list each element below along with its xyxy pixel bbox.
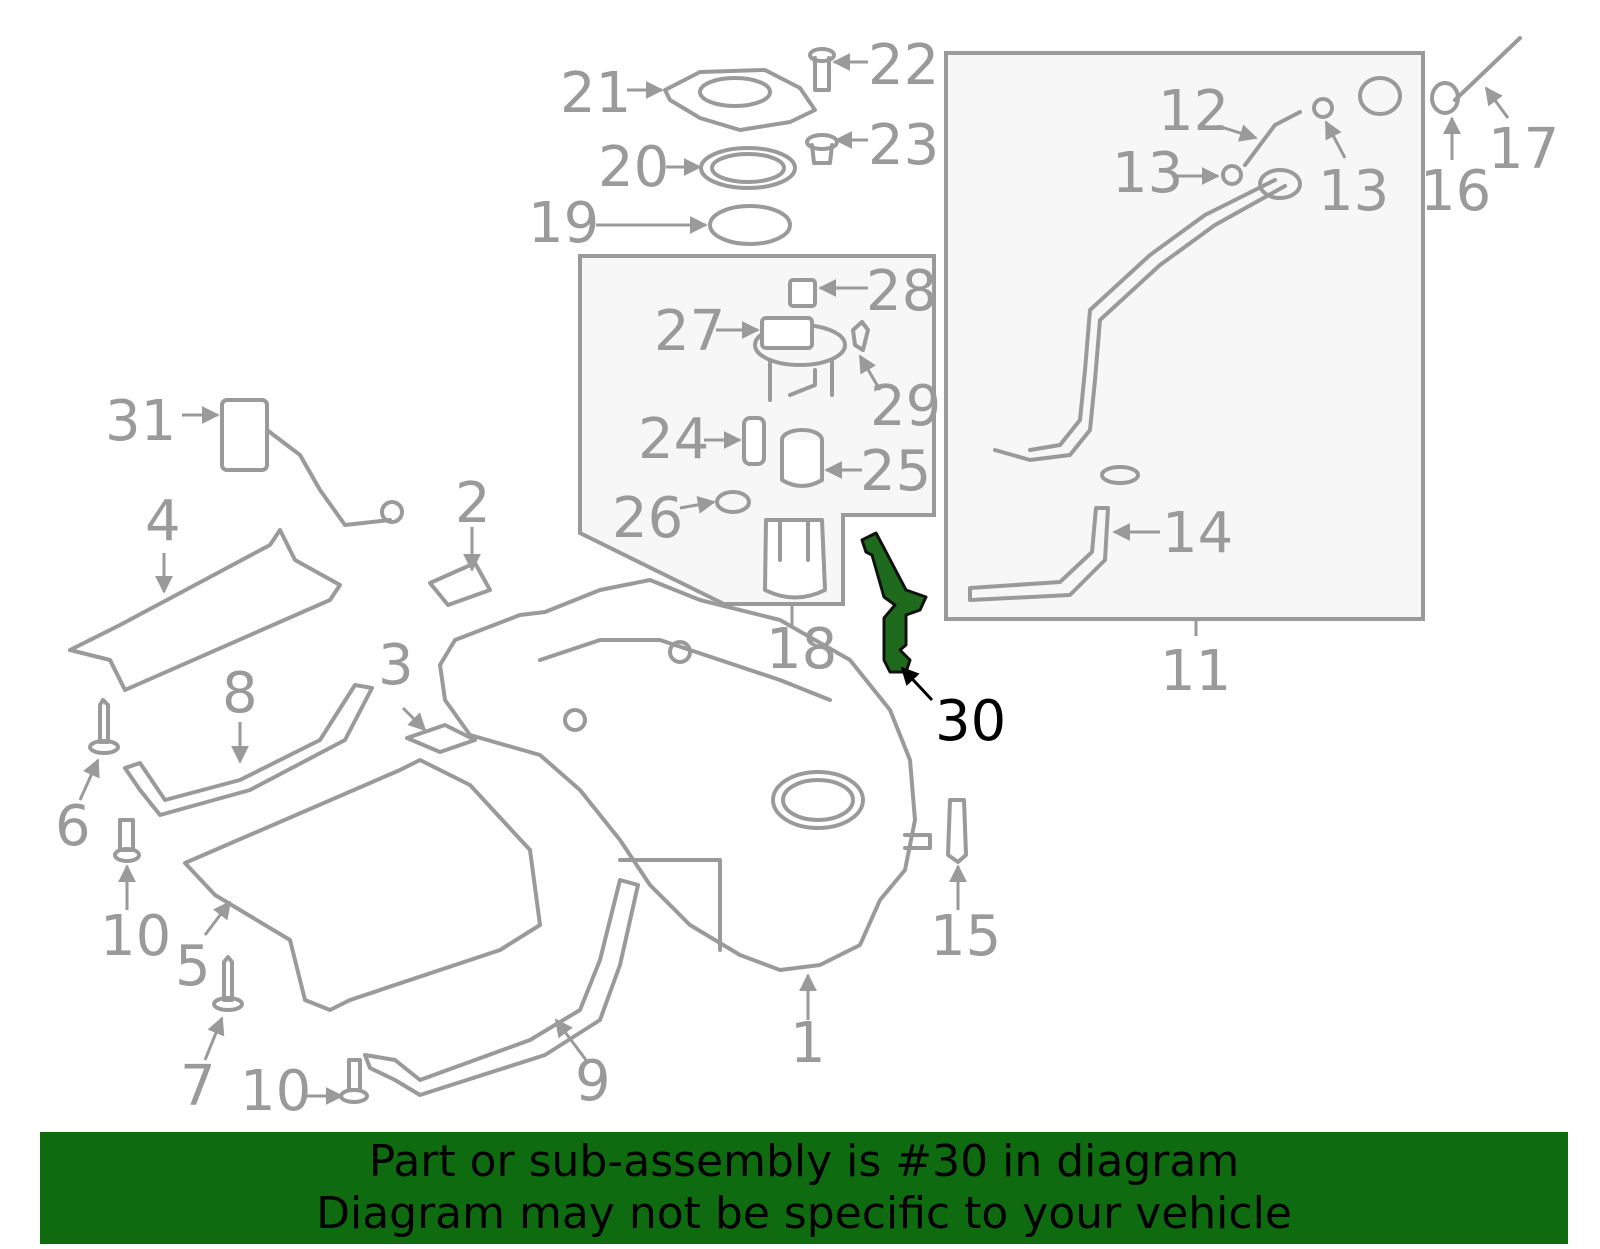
part-23-grommet <box>805 133 839 165</box>
part-10-bolt <box>339 1058 369 1104</box>
part-27-pump-module <box>753 316 847 402</box>
part-30-highlighted <box>860 531 928 674</box>
arrow-13 <box>1324 120 1347 159</box>
banner-line-2: Diagram may not be specific to your vehi… <box>316 1188 1292 1239</box>
part-7-bolt <box>212 955 244 1012</box>
callout-22: 22 <box>868 33 939 98</box>
callout-14: 14 <box>1162 501 1233 566</box>
banner-line-1: Part or sub-assembly is #30 in diagram <box>368 1136 1240 1187</box>
callout-30: 30 <box>935 689 1006 754</box>
callout-17: 17 <box>1488 117 1559 182</box>
callout-10: 10 <box>240 1059 311 1124</box>
callout-23: 23 <box>868 113 939 178</box>
arrow-30 <box>900 666 934 702</box>
callout-19: 19 <box>528 191 599 256</box>
part-12-hose <box>1243 110 1302 167</box>
part-4-heat-shield <box>68 528 342 692</box>
part-22-bolt <box>808 47 836 92</box>
callout-21: 21 <box>560 61 631 126</box>
arrow-29 <box>858 354 882 391</box>
info-banner: Part or sub-assembly is #30 in diagram D… <box>40 1132 1568 1244</box>
part-31-canister-valve <box>220 398 404 527</box>
part-10-bolt <box>113 818 141 863</box>
arrow-9 <box>554 1018 588 1061</box>
callout-15: 15 <box>930 904 1001 969</box>
part-16-ring <box>1430 81 1460 115</box>
callout-5: 5 <box>175 934 211 999</box>
part-13-clamp <box>1221 164 1243 186</box>
arrow-17 <box>1484 86 1510 119</box>
part-9-strap <box>363 878 640 1097</box>
callout-1: 1 <box>790 1011 826 1076</box>
arrow-7 <box>203 1016 225 1061</box>
part-21-cover <box>663 68 817 132</box>
callout-9: 9 <box>575 1049 611 1114</box>
filler-neck-tube <box>993 168 1302 462</box>
callout-11: 11 <box>1160 639 1231 704</box>
callout-29: 29 <box>870 374 941 439</box>
filler-neck-group-box <box>944 51 1425 621</box>
callout-31: 31 <box>105 389 176 454</box>
part-14-hose <box>968 465 1140 602</box>
part-2-pad <box>428 561 492 607</box>
callout-8: 8 <box>222 661 258 726</box>
callout-16: 16 <box>1420 159 1491 224</box>
callout-25: 25 <box>860 439 931 504</box>
arrow-3 <box>401 706 427 732</box>
arrow-6 <box>78 758 100 801</box>
callout-13: 13 <box>1112 141 1183 206</box>
callout-18: 18 <box>766 617 837 682</box>
callout-12: 12 <box>1158 79 1229 144</box>
part-20-lock-ring <box>699 146 797 190</box>
part-17-tether <box>1453 36 1522 102</box>
part-5-heat-shield <box>183 758 542 1012</box>
arrow-5 <box>203 900 232 936</box>
part-29-clip <box>851 320 870 352</box>
part-13-clamp <box>1312 97 1334 119</box>
part-8-strap <box>123 683 374 817</box>
part-26-nut <box>715 490 751 514</box>
part-3-pad <box>405 723 477 754</box>
filler-cap <box>1358 76 1402 116</box>
callout-13: 13 <box>1318 159 1389 224</box>
callout-28: 28 <box>866 259 937 324</box>
callout-4: 4 <box>145 489 181 554</box>
callout-3: 3 <box>378 633 414 698</box>
callout-27: 27 <box>654 299 725 364</box>
part-28-connector <box>788 278 817 308</box>
callout-7: 7 <box>180 1054 216 1119</box>
part-6-bolt <box>88 698 120 755</box>
part-18-reservoir <box>763 518 827 600</box>
arrow-12 <box>1217 124 1258 142</box>
callout-20: 20 <box>598 135 669 200</box>
part-24-pump <box>742 416 766 466</box>
part-25-filter <box>780 428 824 488</box>
callout-24: 24 <box>638 407 709 472</box>
callout-10: 10 <box>100 904 171 969</box>
callout-6: 6 <box>55 794 91 859</box>
callout-26: 26 <box>612 486 683 551</box>
arrow-26 <box>679 495 716 514</box>
callout-2: 2 <box>455 471 491 536</box>
part-15-valve <box>946 798 968 864</box>
part-19-gasket <box>708 204 792 246</box>
part-1-fuel-tank <box>438 578 932 972</box>
